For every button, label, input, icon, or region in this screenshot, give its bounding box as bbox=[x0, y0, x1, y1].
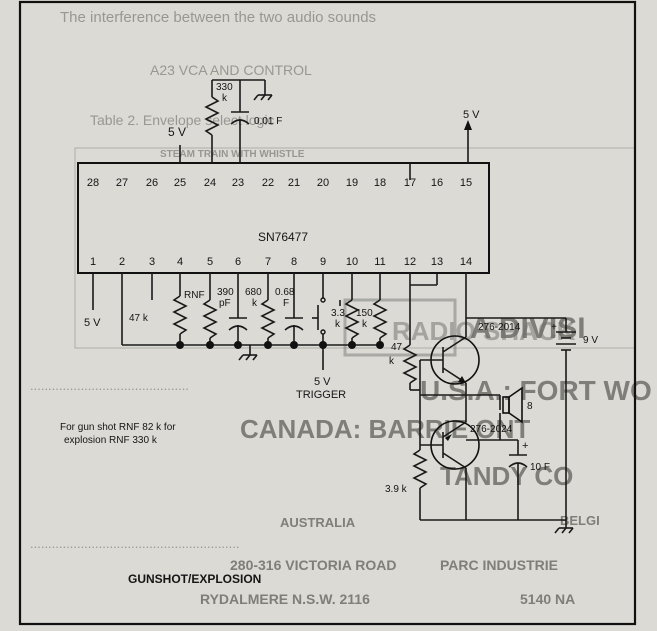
ghost-line: STEAM TRAIN WITH WHISTLE bbox=[160, 149, 305, 160]
ghost-line: Table 2. Envelope select logic bbox=[90, 112, 274, 128]
ghost-line: The interference between the two audio s… bbox=[60, 9, 376, 26]
c-390-unit: pF bbox=[219, 298, 231, 309]
chip-top-pin-number: 15 bbox=[460, 177, 472, 189]
q1-part-label: 276-2014 bbox=[478, 322, 521, 333]
ghost-line: ........................................… bbox=[30, 378, 189, 393]
chip-bottom-pin-number: 3 bbox=[149, 256, 155, 268]
chip-bottom-pin-number: 11 bbox=[374, 256, 385, 268]
supply-5v-pin1-label: 5 V bbox=[84, 317, 101, 329]
ghost-line: A23 VCA AND CONTROL bbox=[150, 62, 312, 78]
output-stage: 276-2014 276-2024 3.9 k 8 + 10 F bbox=[385, 318, 598, 534]
chip-top-pin-number: 23 bbox=[232, 177, 244, 189]
ghost-line: CANADA: BARRIE ONT bbox=[240, 414, 530, 444]
ghost-line: ........................................… bbox=[30, 536, 240, 551]
supply-5v-pin15-label: 5 V bbox=[463, 109, 480, 121]
chip-top-pins: 28 27 26 25 24 23 22 21 20 19 18 17 16 15 bbox=[87, 177, 472, 189]
r-33k-unit: k bbox=[335, 319, 341, 330]
chip-bottom-pin-number: 6 bbox=[235, 256, 241, 268]
r-39k-label: 3.9 k bbox=[385, 484, 408, 495]
chip-top-pin-number: 28 bbox=[87, 177, 99, 189]
chip-top-pin-number: 16 bbox=[431, 177, 443, 189]
bleed-through-text: The interference between the two audio s… bbox=[30, 9, 652, 607]
supply-5v-label: 5 V bbox=[168, 125, 186, 139]
ghost-line: 280-316 VICTORIA ROAD bbox=[230, 557, 397, 573]
chip-bottom-pin-number: 9 bbox=[320, 256, 326, 268]
c-390-label: 390 bbox=[217, 287, 234, 298]
r-330k-unit: k bbox=[222, 93, 228, 104]
battery-label: 9 V bbox=[583, 335, 598, 346]
chip-top-pin-number: 22 bbox=[262, 177, 274, 189]
chip-top-pin-number: 24 bbox=[204, 177, 216, 189]
chip-bottom-pin-number: 7 bbox=[265, 256, 271, 268]
chip-bottom-pin-number: 1 bbox=[90, 256, 96, 268]
chip-bottom-pin-number: 10 bbox=[346, 256, 358, 268]
footnote-line-2: explosion RNF 330 k bbox=[64, 435, 158, 446]
chip-name: SN76477 bbox=[258, 230, 308, 244]
chip-bottom-pin-number: 4 bbox=[177, 256, 183, 268]
q2-part-label: 276-2024 bbox=[470, 424, 513, 435]
chip-bottom-pin-number: 12 bbox=[404, 256, 416, 268]
r-47k-pin12-unit: k bbox=[389, 356, 395, 367]
r-47k-pin12-label: 47 bbox=[391, 342, 403, 353]
plus-sign: + bbox=[551, 322, 557, 333]
plus-sign: + bbox=[522, 440, 528, 452]
figure-frame bbox=[18, 0, 637, 626]
ghost-line: RADIO SHACK bbox=[392, 316, 576, 346]
ghost-line: U.S.A.: FORT WO bbox=[420, 375, 652, 406]
radio-shack-logo: RADIO SHACK bbox=[343, 298, 576, 357]
ghost-line: RYDALMERE N.S.W. 2116 bbox=[200, 591, 370, 607]
chip-top-pin-number: 26 bbox=[146, 177, 158, 189]
c-10uf-label: 10 F bbox=[530, 462, 550, 473]
figure-caption: GUNSHOT/EXPLOSION bbox=[128, 572, 261, 586]
chip-top-pin-number: 25 bbox=[174, 177, 186, 189]
rnf-label: RNF bbox=[184, 290, 205, 301]
chip-top-pin-number: 18 bbox=[374, 177, 386, 189]
r-680k-label: 680 bbox=[245, 287, 262, 298]
c-068-label: 0.68 bbox=[275, 287, 295, 298]
chip-bottom-pin-number: 8 bbox=[291, 256, 297, 268]
ghost-line: PARC INDUSTRIE bbox=[440, 557, 558, 573]
ghost-line: AUSTRALIA bbox=[280, 515, 356, 530]
speaker-label: 8 bbox=[527, 401, 533, 412]
ghost-line: TANDY CO bbox=[440, 461, 573, 491]
chip-top-pin-number: 19 bbox=[346, 177, 358, 189]
trigger-5v-label: 5 V bbox=[314, 376, 331, 388]
r-33k-label: 3.3 bbox=[331, 308, 345, 319]
ghost-line: 5140 NA bbox=[520, 591, 575, 607]
chip-bottom-pin-number: 2 bbox=[119, 256, 125, 268]
top-timing-network: 5 V 330 k 0.01 F 5 V bbox=[168, 79, 480, 180]
chip-top-pin-number: 27 bbox=[116, 177, 128, 189]
r-47k-label: 47 k bbox=[129, 313, 149, 324]
c-068-unit: F bbox=[283, 298, 289, 309]
chip-top-pin-number: 20 bbox=[317, 177, 329, 189]
footnote-line-1: For gun shot RNF 82 k for bbox=[60, 422, 176, 433]
bottom-network: 5 V 47 k RNF 390 pF bbox=[84, 273, 566, 401]
c-001-label: 0.01 F bbox=[254, 116, 282, 127]
r-150k-label: 150 bbox=[356, 308, 373, 319]
trigger-label: TRIGGER bbox=[296, 389, 346, 401]
chip-bottom-pin-number: 14 bbox=[460, 256, 472, 268]
chip-top-pin-number: 21 bbox=[288, 177, 300, 189]
r-680k-unit: k bbox=[252, 298, 258, 309]
r-330k-value: 330 bbox=[216, 82, 233, 93]
r-150k-unit: k bbox=[362, 319, 368, 330]
chip-bottom-pin-number: 13 bbox=[431, 256, 443, 268]
chip-bottom-pin-number: 5 bbox=[207, 256, 213, 268]
chip-top-pin-number: 17 bbox=[404, 177, 416, 189]
ghost-line: BELGI bbox=[560, 513, 600, 528]
